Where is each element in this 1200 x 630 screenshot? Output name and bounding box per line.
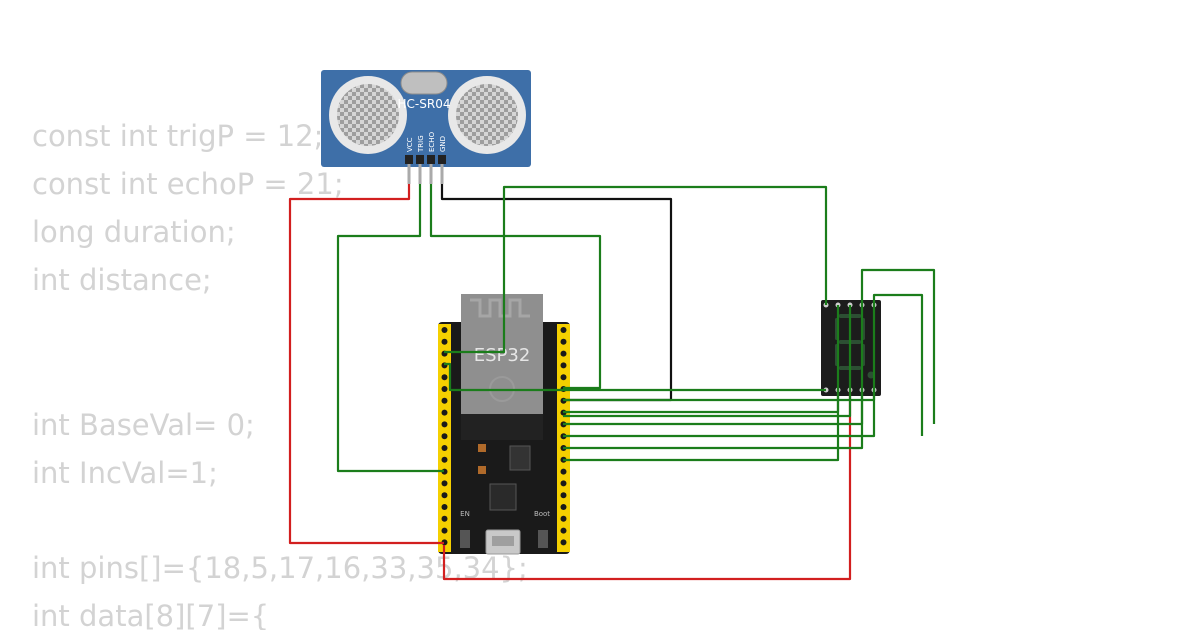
code-line: int distance;: [32, 263, 212, 297]
sensor-pin-vcc[interactable]: [405, 155, 413, 164]
header-pin: [560, 504, 567, 510]
code-line: int data[8][7]={: [32, 599, 270, 630]
wire: [444, 185, 828, 354]
wire: [563, 390, 876, 402]
hc-sr04-sensor[interactable]: HC-SR04 VCC TRIG ECHO GND: [321, 70, 531, 184]
wire: [563, 305, 852, 418]
header-pin: [560, 374, 567, 381]
sensor-label: HC-SR04: [398, 97, 451, 111]
module-shield: [461, 414, 543, 440]
wire: [563, 268, 936, 426]
wire: [288, 184, 444, 545]
header-pin: [560, 468, 567, 475]
smd-component: [478, 466, 486, 474]
sensor-pin-gnd[interactable]: [438, 155, 446, 164]
transducer-left-mesh: [337, 84, 399, 146]
code-line: int IncVal=1;: [32, 456, 218, 490]
code-line: int BaseVal= 0;: [32, 408, 255, 442]
decimal-point: [867, 371, 875, 379]
header-pin: [560, 480, 567, 487]
esp32-board[interactable]: ESP32 EN Boot: [438, 294, 570, 555]
header-pin: [441, 492, 448, 499]
esp32-label: ESP32: [474, 345, 531, 366]
wires: [288, 184, 936, 581]
header-pin: [441, 374, 448, 381]
header-pin: [560, 539, 567, 546]
micro-usb-opening: [492, 536, 514, 546]
header-pin: [441, 527, 448, 534]
header-pin: [441, 456, 448, 463]
left-pin-header: [438, 324, 451, 552]
wire: [563, 305, 840, 462]
boot-button[interactable]: [538, 530, 548, 548]
pin-label-echo: ECHO: [428, 131, 436, 152]
header-pin: [441, 504, 448, 510]
header-pin: [560, 350, 567, 357]
wire: [442, 390, 852, 581]
code-line: long duration;: [32, 215, 236, 249]
voltage-regulator: [509, 445, 531, 471]
en-button-label: EN: [460, 510, 470, 518]
esp32-module: [461, 294, 543, 414]
header-pin: [441, 515, 448, 522]
wire: [429, 184, 602, 390]
header-pin: [560, 527, 567, 534]
crystal-oscillator: [400, 71, 448, 95]
wire: [563, 390, 864, 450]
header-pin: [560, 515, 567, 522]
header-pin: [441, 445, 448, 451]
header-pin: [441, 397, 448, 404]
right-pin-header: [557, 324, 570, 552]
pin-label-vcc: VCC: [406, 137, 414, 152]
antenna-trace-icon: [470, 298, 530, 318]
header-pin: [560, 362, 567, 369]
wire: [336, 184, 444, 473]
header-pin: [441, 386, 448, 392]
header-pin: [441, 409, 448, 416]
header-pin: [441, 327, 448, 333]
header-pin: [441, 433, 448, 440]
pin-label-trig: TRIG: [417, 135, 425, 153]
code-line: const int trigP = 12;: [32, 119, 324, 153]
header-pin: [560, 338, 567, 345]
sensor-pin-echo[interactable]: [427, 155, 435, 164]
wire: [563, 293, 924, 438]
usb-uart-chip: [489, 483, 517, 511]
code-line: const int echoP = 21;: [32, 167, 344, 201]
smd-component: [478, 444, 486, 452]
code-text-overlay: const int trigP = 12; const int echoP = …: [32, 0, 592, 630]
sensor-pin-trig[interactable]: [416, 155, 424, 164]
header-pin: [441, 338, 448, 345]
wire: [444, 362, 826, 392]
header-pin: [441, 421, 448, 428]
header-pin: [441, 480, 448, 487]
transducer-right-mesh: [456, 84, 518, 146]
header-pin: [560, 327, 567, 333]
en-button[interactable]: [460, 530, 470, 548]
header-pin: [560, 492, 567, 499]
pin-label-gnd: GND: [439, 136, 447, 152]
boot-button-label: Boot: [534, 510, 550, 518]
